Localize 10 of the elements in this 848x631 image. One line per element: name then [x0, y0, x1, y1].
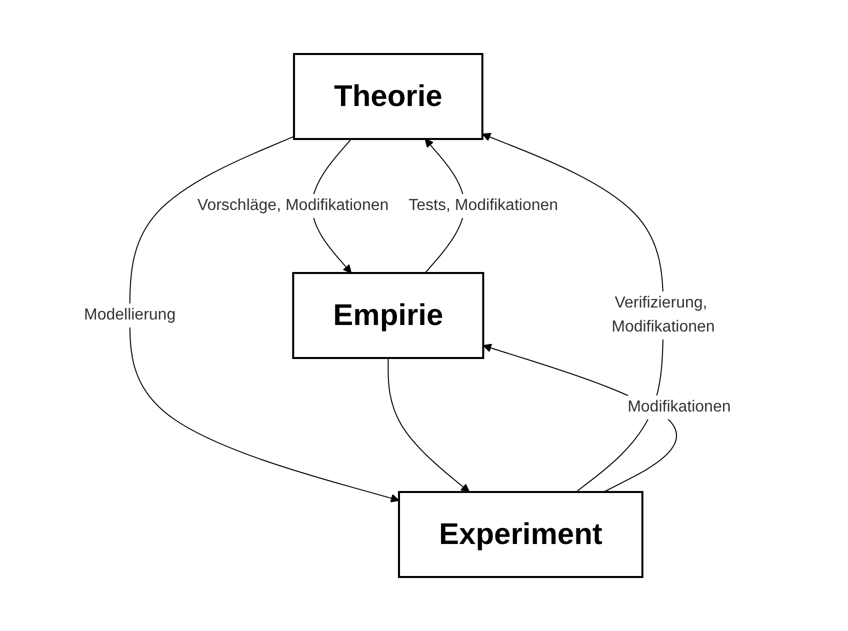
edge-label: Vorschläge, Modifikationen [198, 197, 390, 214]
node-box: Empirie [292, 272, 485, 359]
edge-label: Modellierung [84, 306, 176, 324]
edge-label: Verifizierung, Modifikationen [612, 294, 716, 336]
edge-label: Modifikationen [628, 398, 732, 416]
node-box: Experiment [398, 491, 644, 578]
node-box: Theorie [293, 53, 484, 140]
edge-label: Tests, Modifikationen [409, 197, 558, 214]
arrow [388, 358, 470, 492]
arrow [130, 136, 400, 502]
